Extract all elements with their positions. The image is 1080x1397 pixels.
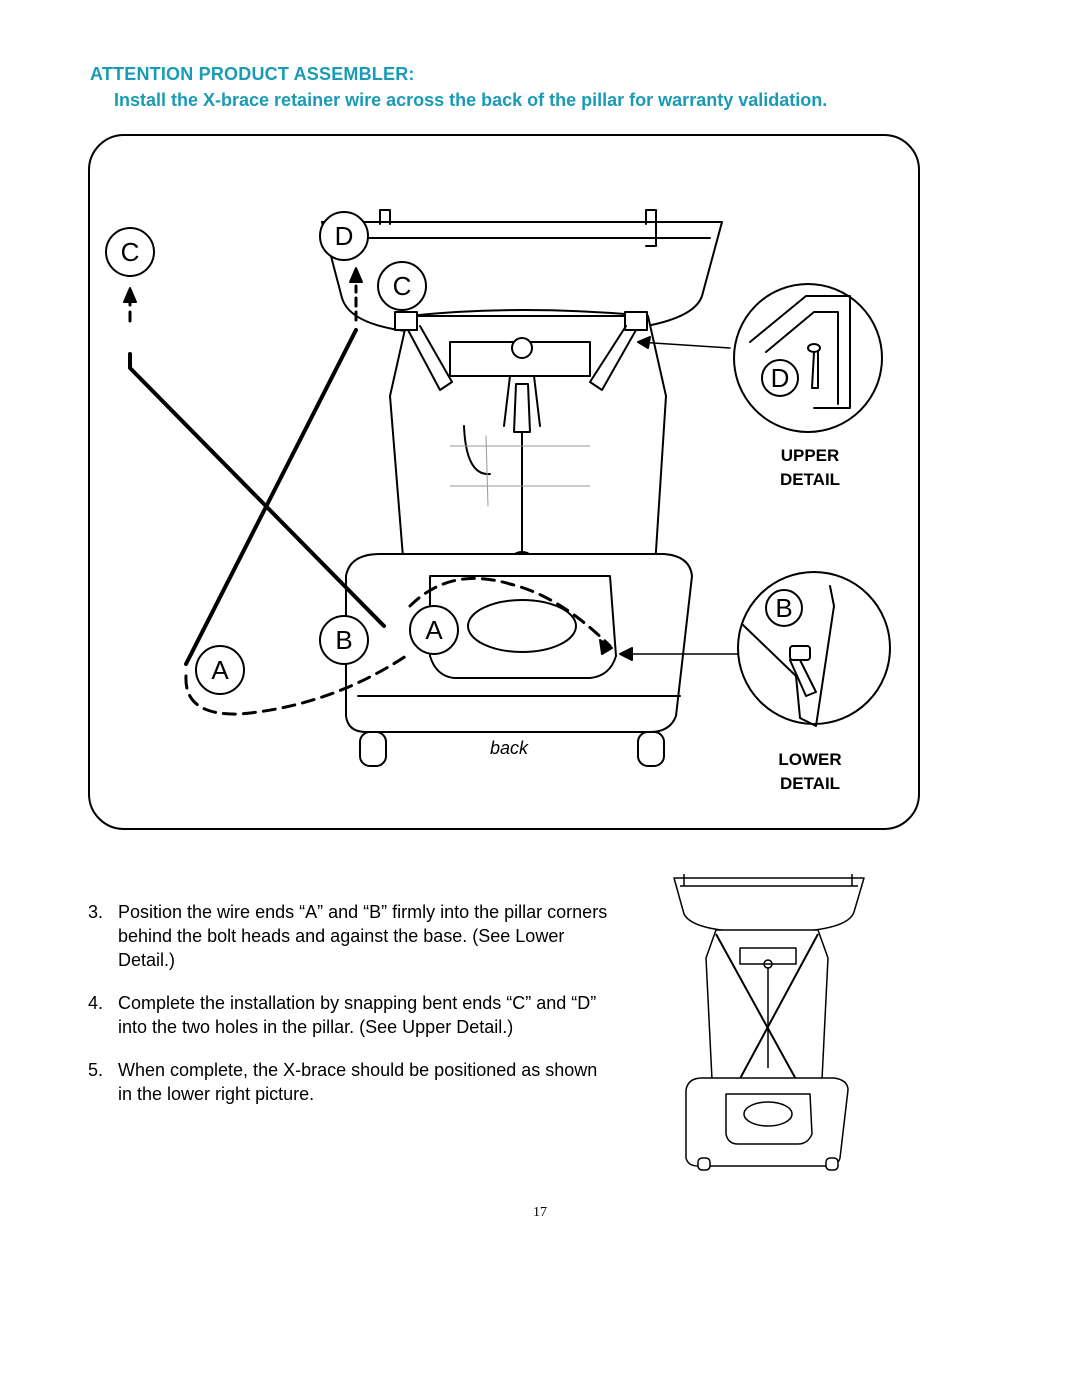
page-number: 17	[533, 1205, 547, 1220]
x-brace-wire	[128, 352, 386, 628]
callout-c-top	[377, 261, 427, 311]
callout-a-lower-label: A	[211, 655, 229, 685]
assembly-drawing: C D C B A A D B	[105, 209, 891, 767]
step-item: 3. Position the wire ends “A” and “B” fi…	[88, 900, 608, 972]
callout-d-top-label: D	[335, 221, 354, 251]
base	[345, 553, 693, 733]
callout-b-main	[319, 615, 369, 665]
callout-d-top	[319, 211, 369, 261]
callout-b-main-label: B	[335, 625, 352, 655]
callout-c-left-label: C	[121, 237, 140, 267]
step-number: 3.	[88, 902, 104, 922]
upper-detail-line-2: DETAIL	[779, 470, 841, 489]
upper-detail-line-1: UPPER	[780, 446, 840, 465]
callout-d-detail	[761, 359, 799, 397]
callout-c-left	[105, 227, 155, 277]
lower-detail-circle	[737, 571, 891, 725]
instruction-steps: 3. Position the wire ends “A” and “B” fi…	[88, 900, 608, 1125]
attention-instruction: Install the X-brace retainer wire across…	[114, 90, 828, 110]
lower-detail-label: LOWER DETAIL	[760, 748, 860, 796]
upper-detail-circle	[733, 283, 883, 433]
assembly-diagram: C D C B A A D B back UPPER DETAIL LOWER …	[88, 134, 920, 830]
lower-detail-line-2: DETAIL	[779, 774, 841, 793]
lower-detail-line-1: LOWER	[778, 750, 842, 769]
callout-c-top-label: C	[393, 271, 412, 301]
step-number: 5.	[88, 1060, 104, 1080]
step-text: When complete, the X-brace should be pos…	[118, 1060, 598, 1104]
completed-assembly-picture	[673, 874, 865, 1171]
callout-b-detail-label: B	[775, 593, 792, 623]
step-item: 5. When complete, the X-brace should be …	[88, 1058, 608, 1106]
back-label: back	[490, 738, 529, 758]
callout-a-main-label: A	[425, 615, 443, 645]
step-number: 4.	[88, 993, 104, 1013]
step-item: 4. Complete the installation by snapping…	[88, 991, 608, 1039]
callout-d-detail-label: D	[771, 363, 790, 393]
step-text: Position the wire ends “A” and “B” firml…	[118, 902, 608, 970]
callout-a-main	[409, 605, 459, 655]
callout-b-detail	[765, 589, 803, 627]
step-text: Complete the installation by snapping be…	[118, 993, 597, 1037]
attention-heading: ATTENTION PRODUCT ASSEMBLER:	[90, 64, 415, 84]
callout-a-lower	[195, 645, 245, 695]
upper-detail-label: UPPER DETAIL	[760, 444, 860, 492]
